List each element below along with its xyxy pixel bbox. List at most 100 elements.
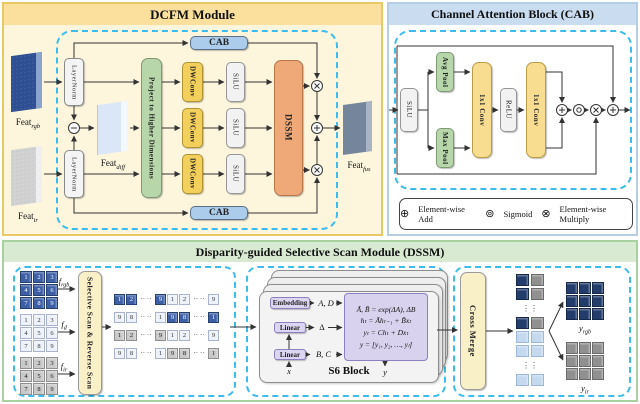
scan-cube: 9 xyxy=(114,312,125,323)
layernorm-top: LayerNorm xyxy=(64,58,84,106)
scan-cube: 1 xyxy=(114,294,125,305)
ellipsis-dots: ·· ·· xyxy=(140,295,152,303)
relu-block: ReLU xyxy=(500,88,517,132)
grid-cube: 2 xyxy=(33,314,45,326)
equation-line-4: y = [y₁, y₂, …, yₗ] xyxy=(359,339,413,349)
delta-label: Δ xyxy=(319,322,325,332)
scan-cube: 1 xyxy=(208,348,219,359)
grid-cube: 5 xyxy=(33,370,45,382)
s6-y-label: y xyxy=(383,367,387,377)
layernorm-bottom: LayerNorm xyxy=(64,150,84,198)
scan-cube: 9 xyxy=(155,330,166,341)
grid-cube xyxy=(566,308,578,320)
conv1x1-block-1: 1x1 Conv xyxy=(472,62,492,158)
grid-cube: 1 xyxy=(20,271,32,283)
grid-cube: 4 xyxy=(20,370,32,382)
y-ir-grid xyxy=(566,342,604,380)
pair-cube xyxy=(531,331,544,343)
add-legend-icon: ⊕ xyxy=(400,207,410,220)
dssm-block: DSSM xyxy=(274,60,303,196)
grid-cube: 9 xyxy=(46,340,58,352)
grid-cube: 1 xyxy=(20,314,32,326)
y-rgb-label: yrgb xyxy=(579,323,591,336)
grid-cube xyxy=(566,342,578,354)
merge-pair-row xyxy=(516,288,544,300)
grid-cube xyxy=(566,282,578,294)
grid-cube xyxy=(579,308,591,320)
feat-fus-map xyxy=(342,100,376,156)
embedding-block: Embedding xyxy=(270,297,310,309)
feat-ir-label: Featir xyxy=(18,211,38,224)
merge-pair-column: ⋮⋮ ⋮⋮ xyxy=(516,274,544,386)
grid-cube: 7 xyxy=(20,383,32,395)
scan-cube: 2 xyxy=(126,294,137,305)
grid-cube xyxy=(566,295,578,307)
merge-pair-row xyxy=(516,345,544,357)
max-pool-block: Max Pool xyxy=(436,128,454,168)
scan-cube: 9 xyxy=(114,348,125,359)
scan-cube: 1 xyxy=(167,330,178,341)
equation-line-2: hₜ = Āhₜ₋₁ + B̄xₜ xyxy=(360,316,412,326)
feat-diff-map xyxy=(96,100,130,156)
grid-cube: 9 xyxy=(46,297,58,309)
sigmoid-legend-label: Sigmoid xyxy=(503,209,533,219)
scan-cube: 2 xyxy=(179,294,190,305)
y-ir-label: yir xyxy=(581,383,589,396)
pair-cube xyxy=(531,288,544,300)
grid-cube: 8 xyxy=(33,297,45,309)
dwconv-block-2: DWConv xyxy=(182,108,203,148)
ssm-equations: Ā, B̄ = exp(ΔA), ΔB hₜ = Āhₜ₋₁ + B̄xₜ … xyxy=(344,293,428,361)
grid-cube xyxy=(579,295,591,307)
grid-cube: 6 xyxy=(46,284,58,296)
multiply-legend-label: Element-wise Multiply xyxy=(559,204,607,224)
grid-cube: 6 xyxy=(46,327,58,339)
dwconv-block-3: DWConv xyxy=(182,154,203,194)
scan-cube: 8 xyxy=(179,312,190,323)
grid-cube xyxy=(566,368,578,380)
feat-rgb-label: Featrgb xyxy=(15,117,41,130)
grid-cube: 3 xyxy=(46,271,58,283)
silu-block-3: SiLU xyxy=(226,154,245,194)
scan-cube: 9 xyxy=(167,312,178,323)
cab-title: Channel Attention Block (CAB) xyxy=(389,4,636,25)
grid-cube xyxy=(592,342,604,354)
s6-block-label: S6 Block xyxy=(328,365,370,377)
grid-cube: 3 xyxy=(46,357,58,369)
linear-block-2: Linear xyxy=(274,349,306,360)
cab-block-bottom: CAB xyxy=(190,206,248,220)
ellipsis-dots: ·· ·· xyxy=(140,349,152,357)
ellipsis-dots: ·· ·· xyxy=(193,331,205,339)
grid-cube: 8 xyxy=(33,340,45,352)
grid-cube: 7 xyxy=(20,297,32,309)
scan-cube: 8 xyxy=(179,348,190,359)
grid-cube xyxy=(579,355,591,367)
conv1x1-block-2: 1x1 Conv xyxy=(526,62,546,158)
pair-cube xyxy=(516,274,529,286)
feat-rgb-map xyxy=(10,50,46,114)
scan-cube: 1 xyxy=(167,294,178,305)
selective-scan-block: Selective Scan & Reverse Scan xyxy=(78,271,102,395)
ellipsis-vertical-dots: ⋮⋮ xyxy=(522,361,538,370)
f-rgb-label: frgb xyxy=(58,276,70,289)
sigmoid-legend-icon: ⊚ xyxy=(485,207,495,220)
bc-label: B, C xyxy=(315,349,332,359)
grid-cube: 1 xyxy=(20,357,32,369)
multiply-legend-icon: ⊗ xyxy=(541,207,551,220)
scan-cube: 9 xyxy=(155,294,166,305)
pair-cube xyxy=(516,374,529,386)
scan-cube: 2 xyxy=(126,330,137,341)
pair-cube xyxy=(531,317,544,329)
cross-merge-block: Cross Merge xyxy=(460,272,486,390)
pair-cube xyxy=(531,374,544,386)
grid-cube: 6 xyxy=(46,370,58,382)
project-block: Project to Higher Dimensions xyxy=(141,58,162,198)
cab-block-top: CAB xyxy=(190,36,248,50)
ellipsis-dots: ·· ·· xyxy=(140,313,152,321)
f-ir-label: fir xyxy=(60,361,68,374)
cab-silu-block: SiLU xyxy=(400,88,418,132)
grid-cube: 5 xyxy=(33,327,45,339)
grid-cube xyxy=(579,368,591,380)
ellipsis-vertical-dots: ⋮⋮ xyxy=(522,304,538,313)
